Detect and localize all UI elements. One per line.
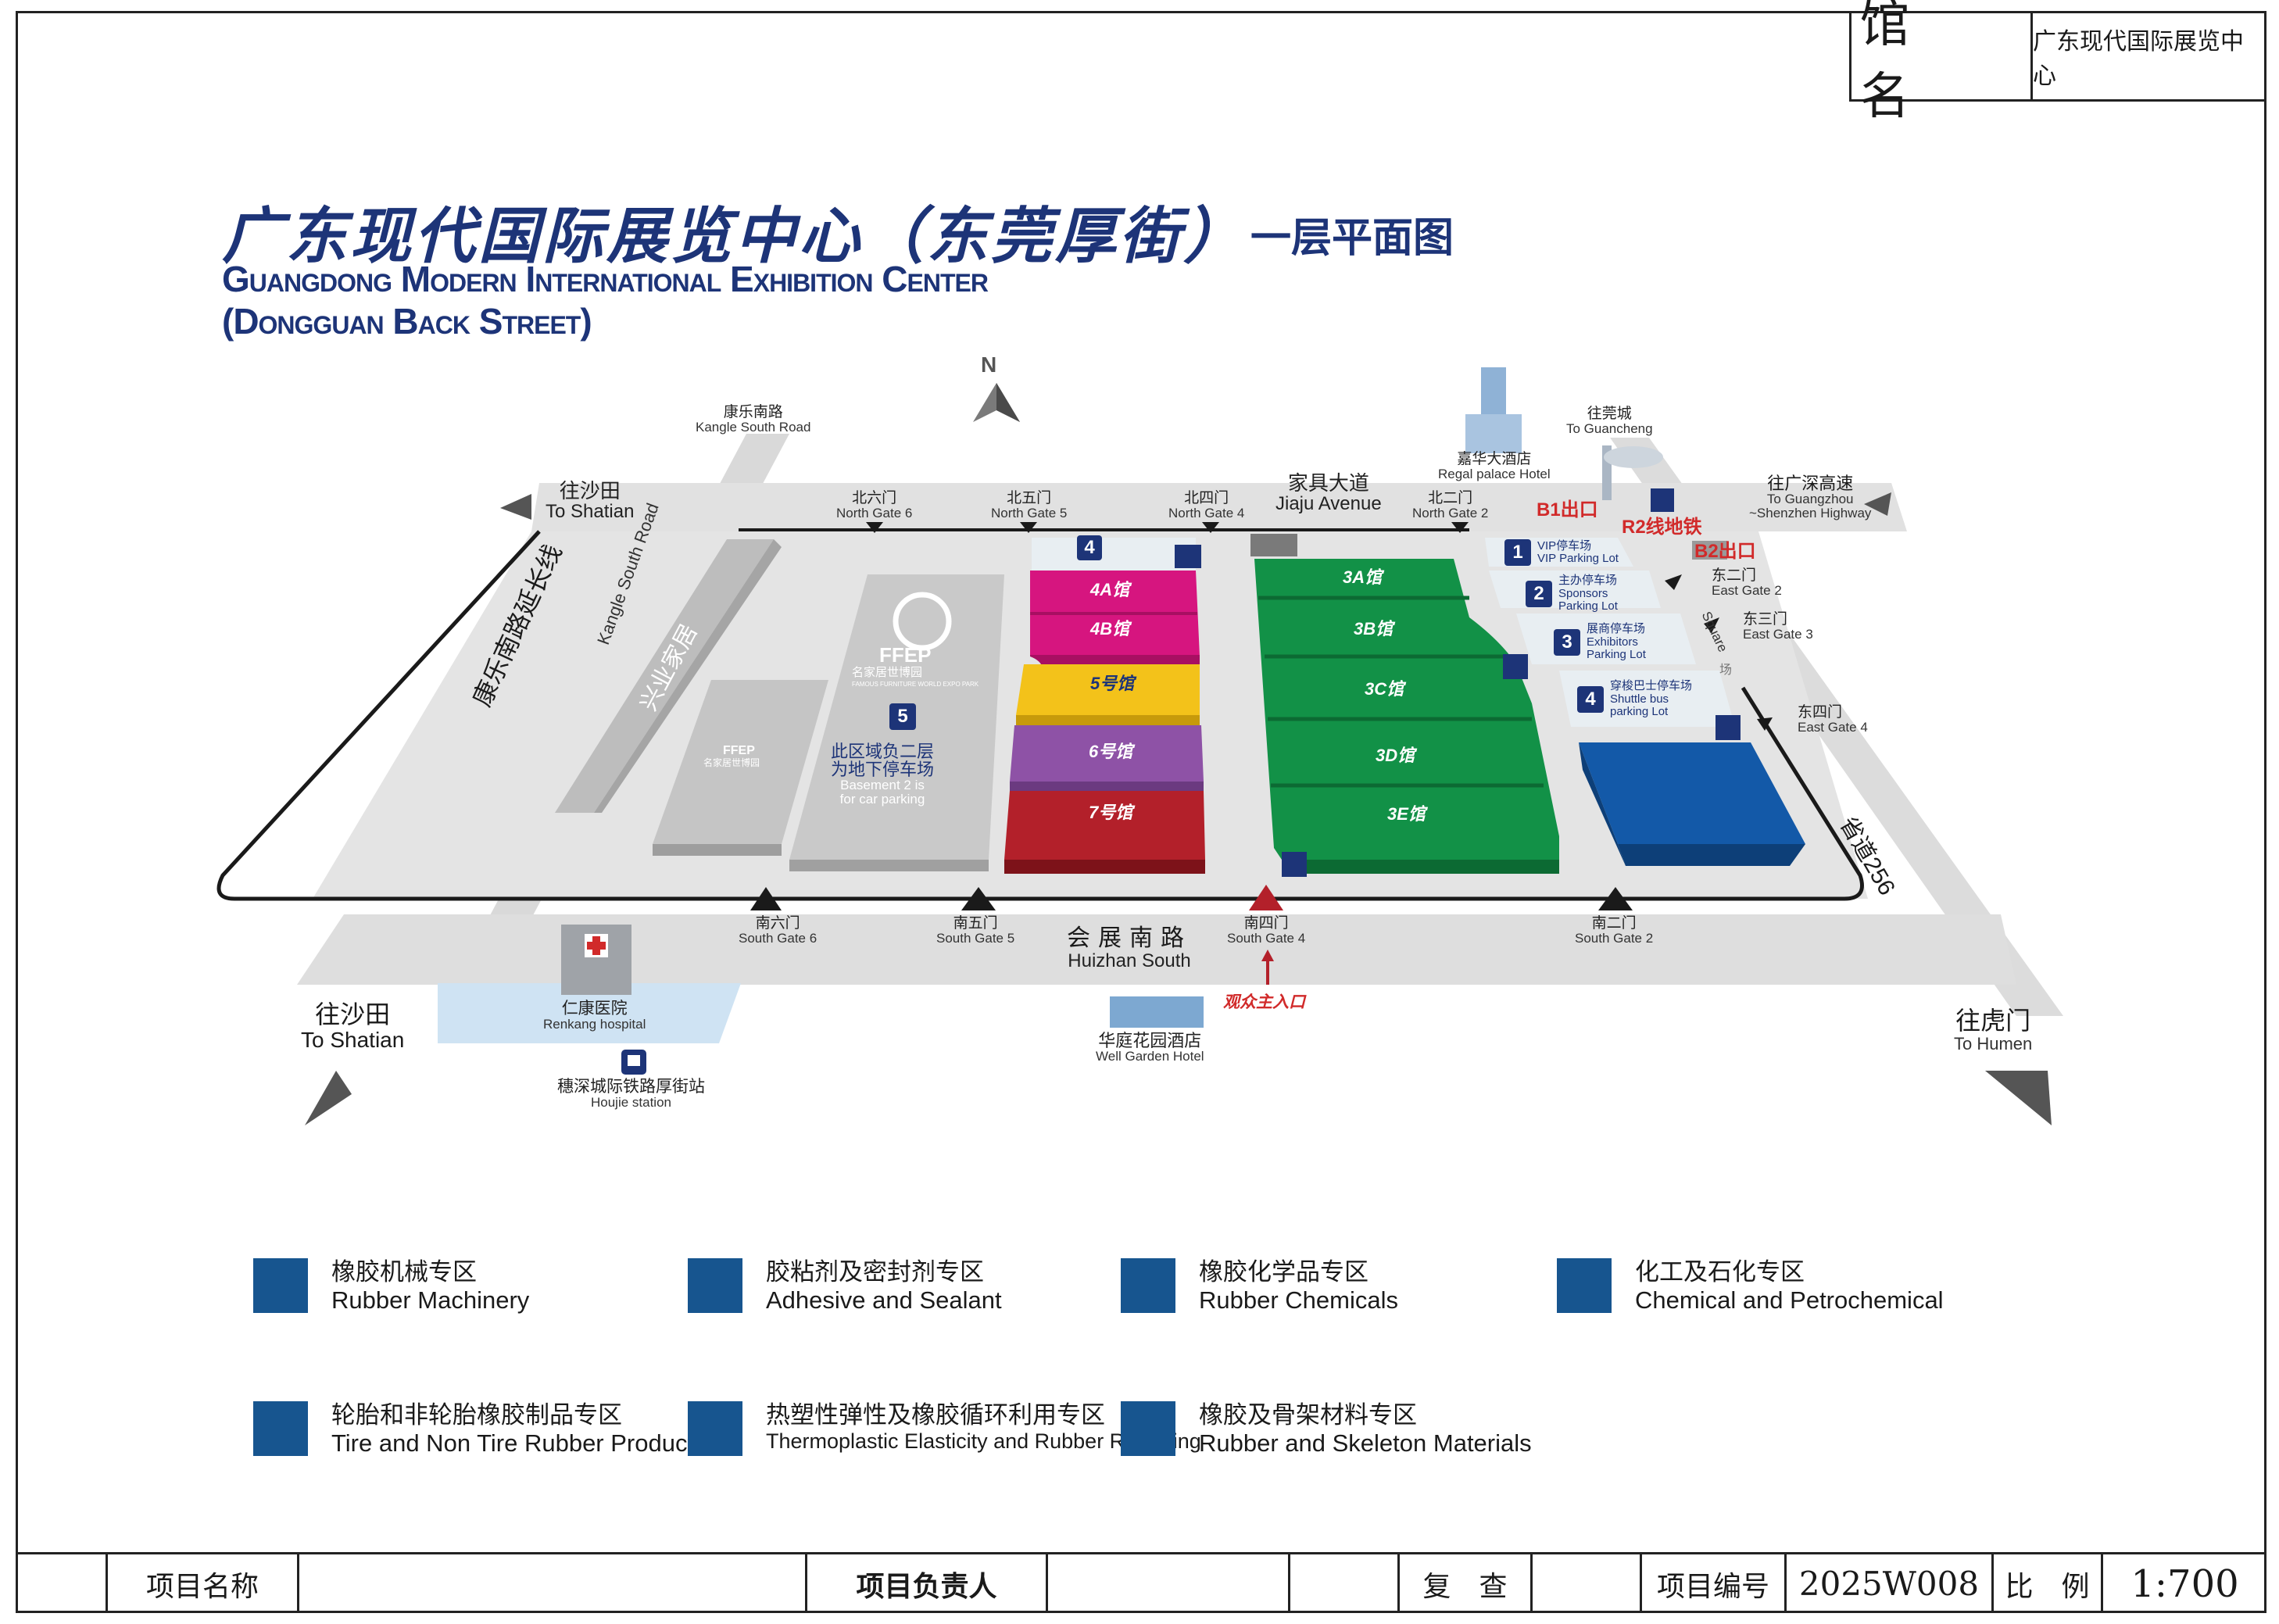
- ring-road-line: [216, 530, 1864, 901]
- ffep-big-logo: FFEP: [879, 643, 932, 667]
- manager-label: 项目负责人: [807, 1554, 1048, 1613]
- scale-label: 比 例: [1994, 1554, 2103, 1613]
- ffep-big-cn: 名家居世博园: [852, 666, 923, 679]
- hall-4a-label: 4A馆: [1090, 580, 1130, 599]
- footer-table: 项目名称 项目负责人 复 查 项目编号 2025W008 比 例 1:700: [16, 1552, 2266, 1613]
- hall-3d-label: 3D馆: [1376, 746, 1415, 765]
- hall-5-label: 5号馆: [1090, 674, 1135, 693]
- hall-3b-label: 3B馆: [1354, 619, 1394, 639]
- to-guangzhou-label: 往广深高速 To Guangzhou~Shenzhen Highway: [1749, 474, 1872, 520]
- ffep-small-logo: FFEP: [723, 744, 755, 757]
- review-label: 复 查: [1400, 1554, 1533, 1613]
- b1-exit-label: B1出口: [1537, 499, 1598, 520]
- station-area: [438, 983, 741, 1043]
- hall-3e-label: 3E馆: [1387, 804, 1426, 824]
- venue-name-value: 广东现代国际展览中心: [2033, 28, 2244, 90]
- ffep-small-building: [653, 680, 828, 844]
- legend-swatch: [688, 1258, 742, 1313]
- project-name-value: [299, 1554, 807, 1613]
- square-cn-label: 场: [1719, 664, 1733, 677]
- project-no-value: 2025W008: [1787, 1554, 1994, 1613]
- review-value: [1533, 1554, 1642, 1613]
- legend-swatch: [688, 1401, 742, 1456]
- main-entrance-label: 观众主入口: [1223, 993, 1305, 1011]
- xingye-building: [555, 539, 774, 813]
- ffep-big-en: FAMOUS FURNITURE WORLD EXPO PARK: [852, 681, 979, 688]
- scale-value: 1:700: [2131, 1561, 2239, 1606]
- legend-swatch: [1121, 1258, 1175, 1313]
- ffep-small-cn: 名家居世博园: [703, 757, 760, 768]
- footer-spacer: [16, 1554, 108, 1613]
- hall-3c-label: 3C馆: [1365, 679, 1404, 699]
- legend-swatch: [1557, 1258, 1612, 1313]
- well-garden-icon: [1110, 996, 1204, 1028]
- hall-7-block: [1004, 791, 1205, 860]
- legend-swatch: [253, 1401, 308, 1456]
- hall-3a-label: 3A馆: [1343, 567, 1383, 587]
- manager-value: [1048, 1554, 1290, 1613]
- drawing-frame: [16, 11, 2266, 1613]
- compass-label: N: [981, 352, 997, 377]
- floor-plan-map: [216, 367, 2063, 1125]
- page-title-cn: 广东现代国际展览中心（东莞厚街）: [222, 202, 1248, 272]
- page-title-en-1: Guangdong Modern International Exhibitio…: [222, 259, 989, 299]
- hall-east-block: [1579, 742, 1805, 844]
- hall-5-block: [1016, 664, 1200, 715]
- hall-6-label: 6号馆: [1089, 742, 1133, 761]
- huizhan-road-label: 会展南路 Huizhan South: [1067, 925, 1192, 971]
- jiaju-road-shape: [531, 483, 1907, 531]
- page-title-cn-sub: 一层平面图: [1250, 215, 1454, 262]
- hall-6-block: [1010, 725, 1204, 782]
- page-title-en-2: (Dongguan Back Street): [222, 301, 592, 342]
- metro-r2-label: R2线地铁: [1622, 517, 1702, 538]
- project-name-label: 项目名称: [108, 1554, 299, 1613]
- project-no-label: 项目编号: [1642, 1554, 1787, 1613]
- footer-blank-1: [1290, 1554, 1400, 1613]
- p5-sign: 5: [889, 703, 916, 730]
- hall-4b-label: 4B馆: [1090, 619, 1130, 639]
- legend-swatch: [1121, 1401, 1175, 1456]
- p4-top-sign: 4: [1077, 535, 1102, 560]
- b2-exit-label: B2出口: [1694, 541, 1756, 562]
- huizhan-road-shape: [297, 914, 2016, 985]
- legend-swatch: [253, 1258, 308, 1313]
- hall-7-label: 7号馆: [1089, 803, 1133, 822]
